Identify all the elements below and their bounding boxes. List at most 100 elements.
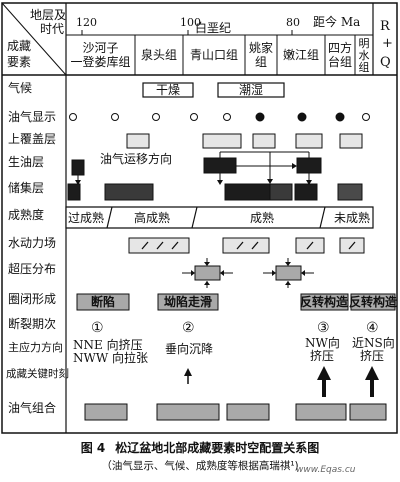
formation-label: 沙河子 bbox=[82, 41, 118, 55]
climate-dry-box bbox=[142, 82, 194, 98]
stress-p1-line1: NNE 向挤压 bbox=[73, 337, 143, 352]
formation-label: 四方 bbox=[328, 40, 352, 55]
oil-show-marker bbox=[152, 113, 160, 121]
corner-label-strata: 地层及 bbox=[30, 8, 66, 22]
maturity-immature: 未成熟 bbox=[334, 210, 370, 225]
row-label-fault: 断裂期次 bbox=[8, 316, 56, 331]
maturity-mature: 成熟 bbox=[250, 210, 274, 225]
header: 地层及 时代 成藏 要素 120 100 80 白垩纪 距今 Ma R + Q bbox=[7, 8, 393, 70]
hydro-row bbox=[128, 237, 365, 254]
source-box bbox=[71, 159, 85, 176]
row-label-oil-show: 油气显示 bbox=[8, 109, 56, 124]
reservoir-box bbox=[104, 183, 154, 201]
fault-phase-4: ④ bbox=[366, 320, 379, 336]
stress-p2: 垂向沉降 bbox=[165, 341, 213, 356]
row-label-overpressure: 超压分布 bbox=[8, 261, 56, 276]
figure-title: 松辽盆地北部成藏要素时空配置关系图 bbox=[115, 441, 320, 455]
overpressure-box bbox=[194, 265, 221, 281]
rq-plus: + bbox=[382, 36, 393, 51]
reservoir-box bbox=[224, 183, 271, 201]
key-moment-arrow-large bbox=[365, 366, 379, 397]
overpressure-box bbox=[275, 265, 302, 281]
oil-show-marker bbox=[111, 113, 119, 121]
combination-box bbox=[226, 403, 270, 421]
oil-show-marker bbox=[223, 113, 231, 121]
reservoir-box bbox=[67, 183, 81, 201]
formation-label: 明 bbox=[359, 37, 370, 50]
formation-row: 沙河子一登娄库组泉头组青山口组姚家组嫩江组四方台组明水组 bbox=[70, 37, 369, 74]
formation-label: 嫩江组 bbox=[283, 48, 319, 62]
row-label-hydro: 水动力场 bbox=[8, 236, 56, 250]
cap-box bbox=[252, 133, 276, 149]
hydro-flow-arrows bbox=[141, 241, 356, 250]
trap-row: 断陷 坳陷走滑 反转构造 反转构造 bbox=[76, 293, 398, 311]
figure-caption: 图 4 松辽盆地北部成藏要素时空配置关系图 bbox=[0, 439, 400, 456]
climate-wet-label: 潮湿 bbox=[239, 82, 263, 97]
combination-box bbox=[349, 403, 387, 421]
climate-wet-box bbox=[217, 82, 285, 98]
climate-dry-label: 干燥 bbox=[156, 83, 180, 97]
row-label-reservoir: 储集层 bbox=[8, 180, 44, 195]
cap-box bbox=[295, 133, 323, 149]
source-row: 油气运移方向 bbox=[71, 151, 322, 185]
rq-r: R bbox=[380, 19, 391, 34]
migration-label: 油气运移方向 bbox=[100, 151, 172, 166]
fault-phase-1: ① bbox=[91, 320, 104, 336]
key-moment-arrow-small bbox=[184, 368, 192, 376]
oil-show-row bbox=[69, 112, 370, 122]
oil-show-marker-strong bbox=[255, 112, 265, 122]
combination-box bbox=[156, 403, 220, 421]
row-label-source: 生油层 bbox=[8, 155, 44, 169]
table-grid bbox=[1, 2, 398, 434]
watermark: www.Eqas.cu bbox=[296, 465, 356, 475]
formation-label: 台组 bbox=[328, 54, 352, 69]
stress-row: NNE 向挤压 NWW 向拉张 垂向沉降 NW向 挤压 近NS向 挤压 bbox=[73, 335, 395, 365]
reservoir-box bbox=[294, 183, 318, 201]
oil-show-marker bbox=[190, 113, 198, 121]
reservoir-row bbox=[67, 183, 363, 201]
trap-inversion-label: 反转构造 bbox=[300, 294, 349, 309]
row-label-combination: 油气组合 bbox=[8, 400, 56, 415]
age-tick-120: 120 bbox=[76, 16, 97, 29]
formation-label: 水 bbox=[359, 49, 370, 62]
migration-arrowheads bbox=[75, 163, 312, 185]
source-box bbox=[296, 157, 322, 174]
row-labels: 气候 油气显示 上覆盖层 生油层 储集层 成熟度 水动力场 超压分布 圈闭形成 … bbox=[6, 80, 69, 415]
oil-show-marker bbox=[362, 113, 370, 121]
rq-q: Q bbox=[380, 55, 391, 70]
trap-inversion-box bbox=[350, 293, 396, 311]
key-moment-arrow-large bbox=[317, 366, 331, 397]
trap-depression-label: 坳陷走滑 bbox=[164, 294, 212, 309]
age-tick-80: 80 bbox=[286, 16, 300, 29]
reservoir-box bbox=[269, 183, 293, 201]
trap-depression-box bbox=[157, 293, 219, 311]
period-label: 白垩纪 bbox=[195, 20, 231, 35]
hydro-box bbox=[222, 237, 270, 254]
fault-phase-3: ③ bbox=[317, 320, 330, 336]
trap-inversion-box bbox=[300, 293, 349, 311]
row-label-maturity: 成熟度 bbox=[8, 207, 44, 222]
overpressure-row bbox=[182, 258, 314, 288]
row-label-key-moment: 成藏关键时刻 bbox=[6, 367, 69, 380]
cap-box bbox=[202, 133, 242, 149]
trap-rift-box bbox=[76, 293, 130, 311]
key-moment-row bbox=[184, 366, 379, 397]
figure-number: 图 4 bbox=[80, 441, 106, 455]
oil-show-marker-strong bbox=[335, 112, 345, 122]
climate-row: 干燥 潮湿 bbox=[142, 82, 285, 98]
age-tick-100: 100 bbox=[180, 16, 201, 29]
stress-p4-line1: 近NS向 bbox=[352, 335, 395, 350]
stress-p3-line2: 挤压 bbox=[310, 348, 334, 363]
stress-p3-line1: NW向 bbox=[305, 335, 340, 350]
formation-label: 姚家 bbox=[249, 40, 273, 55]
fault-phase-2: ② bbox=[182, 320, 195, 336]
reservoir-box bbox=[337, 183, 363, 201]
combination-box bbox=[295, 403, 347, 421]
stress-p1-line2: NWW 向拉张 bbox=[73, 350, 148, 365]
row-label-climate: 气候 bbox=[8, 80, 32, 95]
corner-label-elements-1: 成藏 bbox=[7, 39, 31, 53]
formation-label: 泉头组 bbox=[141, 48, 177, 62]
fault-row: ① ② ③ ④ bbox=[91, 320, 379, 336]
row-label-stress: 主应力方向 bbox=[8, 340, 63, 354]
combination-row bbox=[84, 403, 387, 421]
